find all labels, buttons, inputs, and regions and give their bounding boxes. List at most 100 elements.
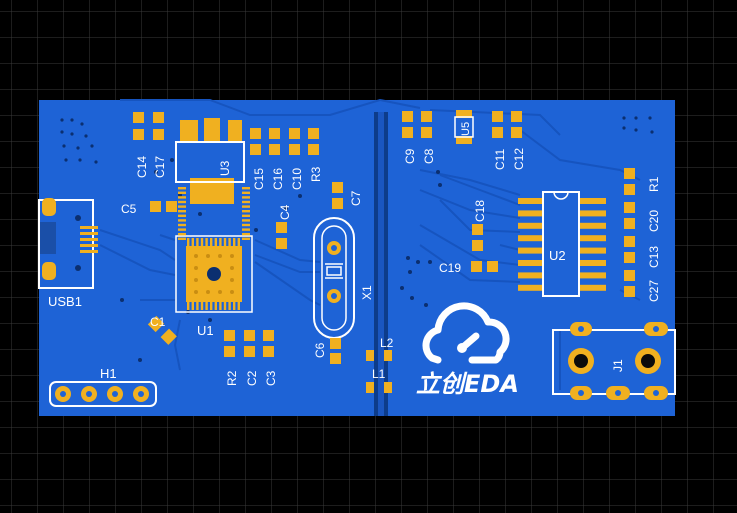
usb-connector[interactable] [38,198,98,289]
u1-pin [178,237,186,240]
capacitor-c12[interactable] [511,111,522,138]
capacitor-c7[interactable] [332,182,343,209]
capacitor-c20[interactable] [624,202,635,229]
label-c27: C27 [647,280,661,302]
capacitor-c14[interactable] [133,112,144,140]
ic-u5[interactable] [454,110,474,144]
label-r3: R3 [309,166,323,182]
u1-pin [214,238,217,246]
u2-pin [518,235,542,242]
u1-pin [196,302,199,310]
u1-pin [242,191,250,194]
u2-pin [580,222,606,229]
u1-pin [200,302,204,310]
capacitor-c5[interactable] [150,201,177,212]
capacitor-c27[interactable] [624,270,635,297]
capacitor-c8[interactable] [421,111,432,138]
label-h1: H1 [100,366,117,381]
inductor-l2[interactable] [366,350,392,361]
u2-pin [580,247,606,254]
microcontroller-u1[interactable] [175,187,253,313]
audio-jack-j1[interactable] [552,322,676,400]
resistor-r2[interactable] [224,330,235,357]
label-u3: U3 [218,160,232,176]
label-c15: C15 [252,168,266,190]
u1-pin [219,238,222,246]
capacitor-c11[interactable] [492,111,503,138]
label-c1: C1 [150,315,166,329]
u1-pin [242,205,250,208]
u2-pin [518,222,542,229]
capacitor-c13[interactable] [624,236,635,263]
u1-pin [223,238,227,246]
u1-pin [178,187,186,190]
u1-pins [178,187,250,310]
cloud-icon [422,302,510,364]
u2-pin [580,284,606,291]
u1-pin [242,233,250,236]
capacitor-c3[interactable] [263,330,274,357]
u2-pin [580,272,606,279]
label-x1: X1 [360,285,374,300]
u2-pin [518,284,542,291]
u1-pin [178,196,186,199]
u1-pin [178,200,186,204]
u2-pins [518,198,606,291]
u1-pin [242,223,250,227]
u1-pin [205,238,208,246]
capacitor-c17[interactable] [153,112,164,140]
label-c17: C17 [153,156,167,178]
label-c5: C5 [121,202,137,216]
label-r1: R1 [647,176,661,192]
capacitor-c4[interactable] [276,222,287,249]
label-u2: U2 [549,248,566,263]
u1-pin [214,302,217,310]
capacitor-c19[interactable] [471,261,498,272]
u1-pin [210,302,213,310]
u1-pin [178,205,186,208]
label-c9: C9 [403,148,417,164]
label-c4: C4 [278,204,292,220]
u1-pin [242,228,250,231]
capacitor-c6[interactable] [330,338,341,364]
label-l1: L1 [372,367,386,381]
u1-pin [242,210,250,213]
resistor-r1[interactable] [624,168,635,195]
u1-pin [178,210,186,213]
pcb-board[interactable]: C14 C17 U3 C15 C16 C10 [38,98,676,416]
label-usb1: USB1 [48,294,82,309]
u2-pin [518,260,542,266]
u1-thermal-vias [194,254,234,294]
u1-pin [242,219,250,222]
label-c20: C20 [647,210,661,232]
u1-pin [200,238,204,246]
label-l2: L2 [380,336,394,350]
u1-pin [233,238,236,246]
u1-pin [205,302,208,310]
label-r2: R2 [225,370,239,386]
capacitor-c15[interactable] [250,128,261,155]
resistor-r3[interactable] [308,128,319,155]
label-c13: C13 [647,246,661,268]
u2-pin [518,198,542,204]
pin-header-h1[interactable] [49,381,157,407]
capacitor-c10[interactable] [289,128,300,155]
label-c18: C18 [473,200,487,222]
u1-pin [178,233,186,236]
regulator-u3[interactable] [175,118,245,204]
capacitor-c9[interactable] [402,111,413,138]
capacitor-c18[interactable] [472,224,483,251]
label-c11: C11 [493,149,507,170]
inductor-l1[interactable] [366,382,392,393]
label-c8: C8 [422,148,436,164]
label-u1: U1 [197,323,214,338]
u1-pin [178,191,186,194]
capacitor-c2[interactable] [244,330,255,357]
ic-u2[interactable] [518,191,606,297]
u2-pin [518,210,542,217]
capacitor-c1[interactable] [147,315,177,345]
u2-pin [518,247,542,254]
u1-pin [228,238,231,246]
label-c7: C7 [349,190,363,206]
capacitor-c16[interactable] [269,128,280,155]
